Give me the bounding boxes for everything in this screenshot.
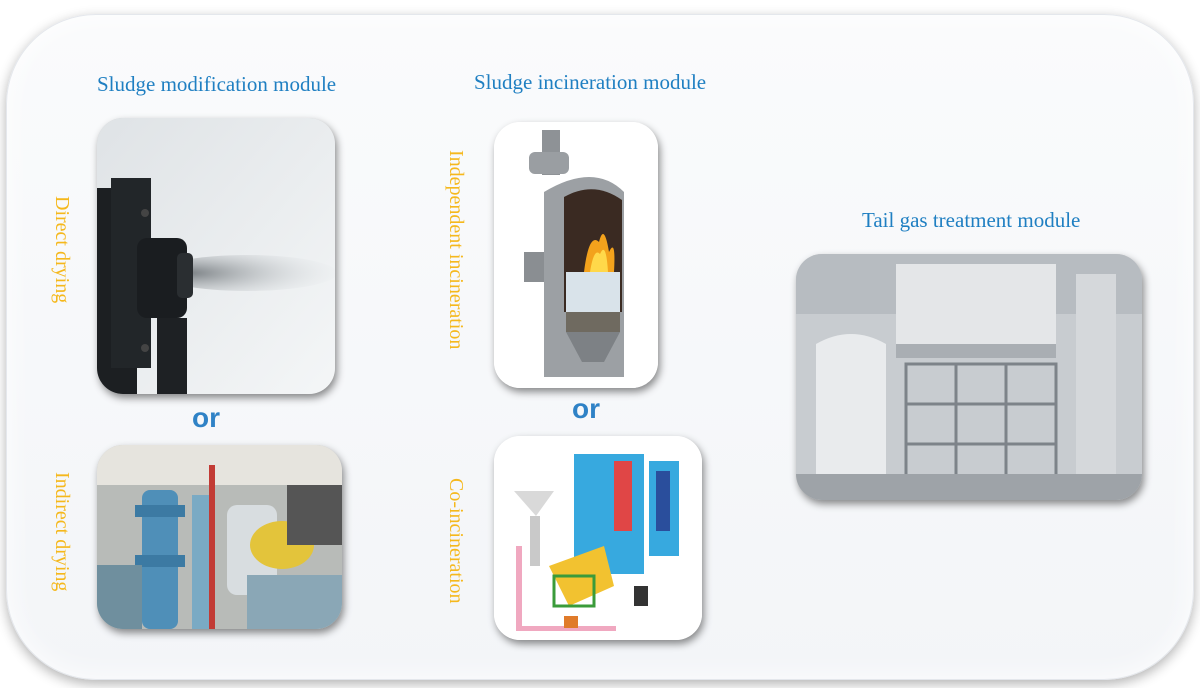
- tail-gas-module-title: Tail gas treatment module: [862, 208, 1080, 233]
- direct-drying-label: Direct drying: [50, 196, 73, 346]
- modification-module-title: Sludge modification module: [97, 72, 336, 97]
- co-incineration-label: Co-incineration: [444, 478, 467, 638]
- tail-gas-treatment-photo: [796, 254, 1142, 500]
- direct-drying-photo: [97, 118, 335, 394]
- indirect-drying-photo: [97, 445, 342, 629]
- incineration-module-title: Sludge incineration module: [474, 70, 706, 95]
- or-separator-incineration: or: [572, 393, 600, 425]
- independent-incineration-label: Independent incineration: [444, 150, 467, 390]
- or-separator-modification: or: [192, 402, 220, 434]
- independent-incineration-photo: [494, 122, 658, 388]
- co-incineration-photo: [494, 436, 702, 640]
- indirect-drying-label: Indirect drying: [50, 472, 73, 622]
